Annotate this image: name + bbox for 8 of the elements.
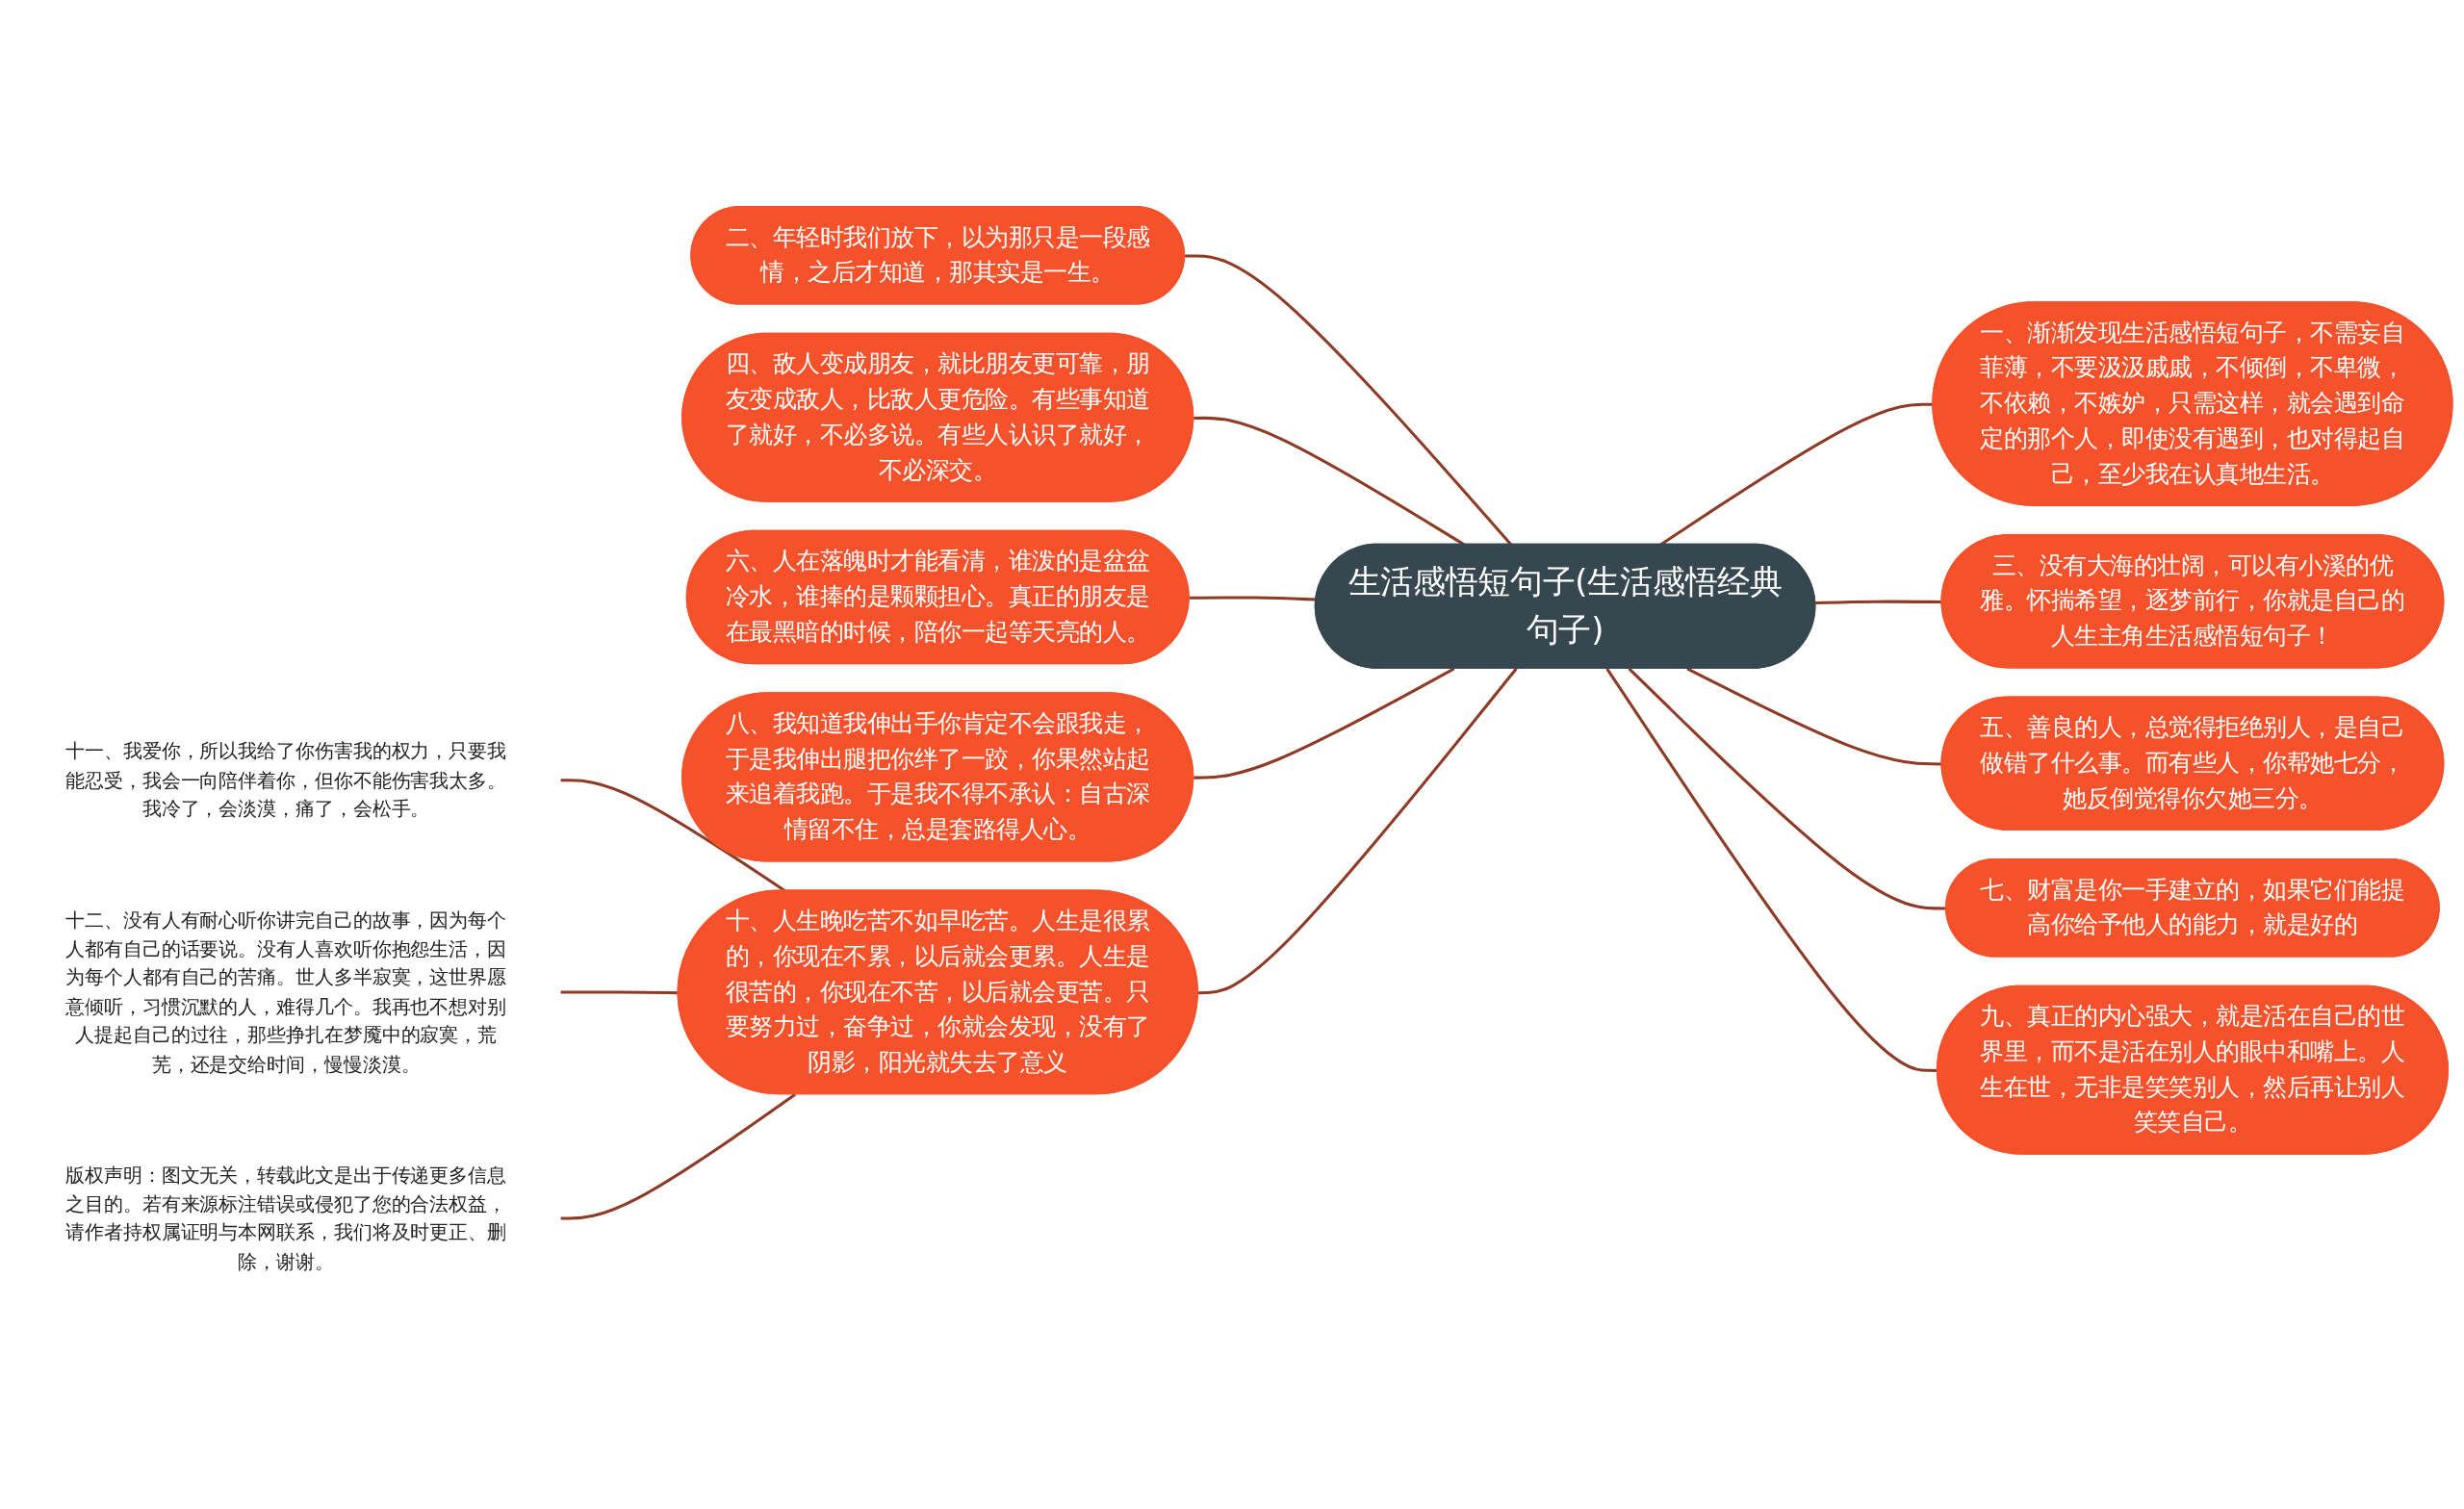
node-text: 十二、没有人有耐心听你讲完自己的故事，因为每个人都有自己的话要说。没有人喜欢听你抱怨生活，因为每个人都有自己的苦痛。世人多半寂寞，这世界愿意倾听，习惯沉默的人，难得几个。我再也不想对别人提起自己的过往，那些挣扎在梦魇中的寂寞，荒芜，还是交给时间，慢慢淡漠。	[65, 908, 506, 1075]
connector	[1197, 667, 1518, 995]
connector	[559, 1093, 797, 1220]
node-text: 十一、我爱你，所以我给了你伤害我的权力，只要我能忍受，我会一向陪伴着你，但你不能伤害我太多。我冷了，会淡漠，痛了，会松手。	[65, 740, 506, 820]
node-text: 版权声明：图文无关，转载此文是出于传递更多信息之目的。若有来源标注错误或侵犯了您的合法权益，请作者持权属证明与本网联系，我们将及时更正、删除，谢谢。	[65, 1164, 506, 1272]
connector	[1189, 596, 1317, 601]
connector	[1628, 667, 1947, 910]
connector	[1194, 667, 1455, 780]
